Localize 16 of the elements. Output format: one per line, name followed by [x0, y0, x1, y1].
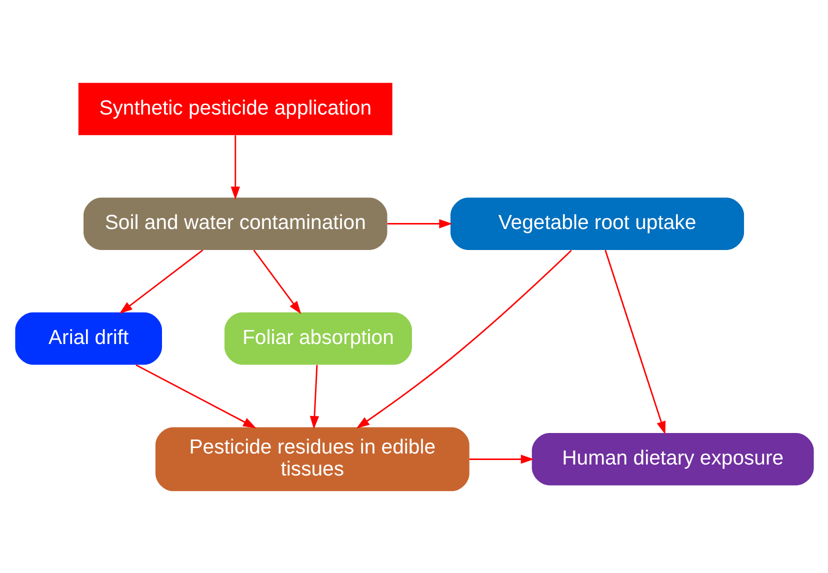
node-box: Foliar absorption	[224, 312, 412, 364]
node-box: Pesticide residues in edible tissues	[154, 426, 469, 491]
node-box: Synthetic pesticide application	[78, 82, 392, 135]
arrow	[356, 249, 572, 428]
arrow	[386, 218, 452, 228]
node-box: Soil and water contamination	[83, 197, 387, 250]
node-box: Human dietary exposure	[531, 432, 814, 485]
arrow	[252, 249, 301, 314]
node-box: Arial drift	[14, 312, 162, 364]
arrow	[309, 364, 319, 429]
arrow	[118, 249, 203, 314]
node-box: Vegetable root uptake	[450, 197, 744, 250]
arrow	[135, 364, 256, 428]
arrow	[468, 454, 534, 464]
arrow	[230, 134, 240, 200]
arrow	[604, 249, 666, 434]
